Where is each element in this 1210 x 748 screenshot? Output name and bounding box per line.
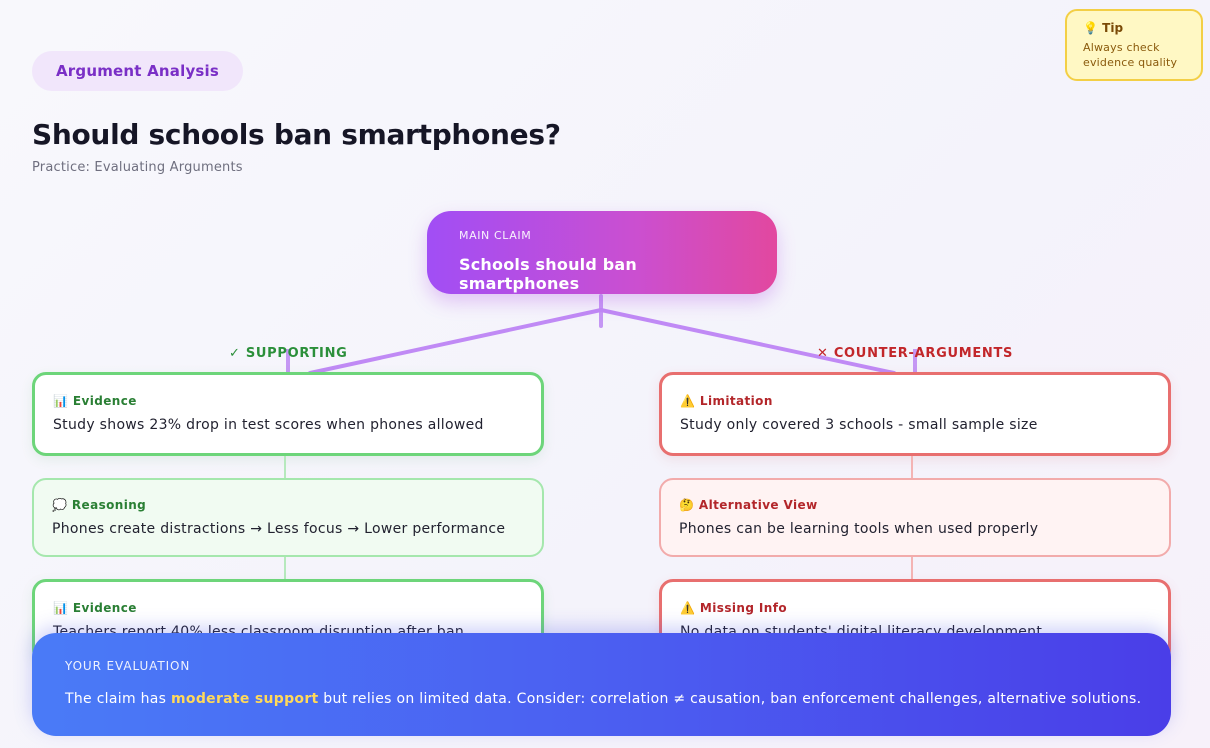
counter-connector-2	[911, 557, 913, 579]
warning-icon: ⚠️	[680, 394, 696, 408]
card-category-label: Alternative View	[698, 498, 818, 512]
card-category: 📊 Evidence	[53, 601, 523, 615]
counter-connector-1	[911, 456, 913, 478]
evaluation-panel: YOUR EVALUATION The claim has moderate s…	[32, 633, 1171, 736]
counter-heading: ✕ COUNTER-ARGUMENTS	[817, 346, 1014, 361]
claim-text: Schools should ban smartphones	[459, 255, 638, 293]
card-category-label: Evidence	[72, 601, 137, 615]
evaluation-highlight: moderate support	[171, 691, 319, 707]
tip-text-line1: Always check	[1083, 41, 1160, 54]
counter-card-limitation: ⚠️ Limitation Study only covered 3 schoo…	[659, 372, 1171, 456]
thought-bubble-icon: 💭	[52, 498, 68, 512]
card-category-label: Evidence	[72, 394, 137, 408]
card-category: 📊 Evidence	[53, 394, 523, 408]
card-category-label: Limitation	[699, 394, 773, 408]
thinking-face-icon: 🤔	[679, 498, 695, 512]
tip-note: 💡 Tip Always check evidence quality	[1065, 9, 1203, 81]
supporting-card-reasoning: 💭 Reasoning Phones create distractions →…	[32, 478, 544, 557]
tip-text: Always check evidence quality	[1083, 40, 1185, 70]
lightbulb-icon: 💡	[1083, 21, 1098, 35]
card-category-label: Reasoning	[71, 498, 147, 512]
evaluation-text-after: but relies on limited data. Consider: co…	[318, 691, 1142, 707]
supporting-connector-1	[284, 456, 286, 478]
page-subtitle: Practice: Evaluating Arguments	[32, 160, 243, 175]
evaluation-label: YOUR EVALUATION	[65, 659, 191, 673]
card-text: Phones can be learning tools when used p…	[679, 521, 1039, 537]
card-category: ⚠️ Missing Info	[680, 601, 1150, 615]
supporting-card-evidence-1: 📊 Evidence Study shows 23% drop in test …	[32, 372, 544, 456]
tip-title-label: Tip	[1102, 21, 1124, 35]
main-claim-node: MAIN CLAIM Schools should ban smartphone…	[427, 211, 777, 294]
card-category: 💭 Reasoning	[52, 498, 524, 512]
card-category-label: Missing Info	[699, 601, 787, 615]
warning-icon: ⚠️	[680, 601, 696, 615]
bar-chart-icon: 📊	[53, 394, 69, 408]
page-title: Should schools ban smartphones?	[32, 118, 561, 151]
tip-title: 💡 Tip	[1083, 21, 1185, 35]
supporting-connector-2	[284, 557, 286, 579]
topic-pill: Argument Analysis	[32, 51, 244, 91]
claim-label: MAIN CLAIM	[459, 229, 532, 242]
counter-card-alternative-view: 🤔 Alternative View Phones can be learnin…	[659, 478, 1171, 557]
tip-text-line2: evidence quality	[1083, 56, 1178, 69]
branch-left-line	[308, 308, 603, 375]
evaluation-text: The claim has moderate support but relie…	[65, 691, 1141, 707]
evaluation-text-before: The claim has	[65, 691, 172, 707]
card-category: 🤔 Alternative View	[679, 498, 1151, 512]
card-text: Study shows 23% drop in test scores when…	[53, 417, 484, 433]
branch-right-line	[599, 308, 896, 375]
bar-chart-icon: 📊	[53, 601, 69, 615]
card-text: Phones create distractions → Less focus …	[52, 521, 506, 537]
supporting-heading: ✓ SUPPORTING	[229, 346, 348, 361]
card-text: Study only covered 3 schools - small sam…	[680, 417, 1038, 433]
card-category: ⚠️ Limitation	[680, 394, 1150, 408]
